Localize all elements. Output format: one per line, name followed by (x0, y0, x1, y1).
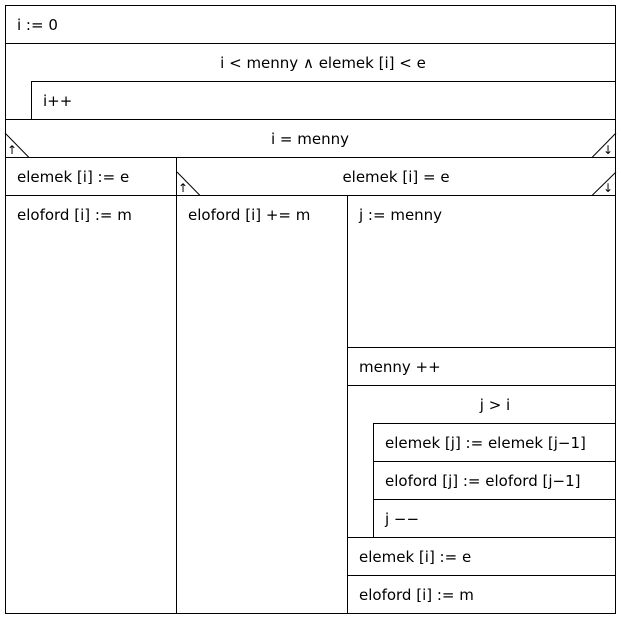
loop1-body: i++ (43, 92, 72, 110)
stmt-init: i := 0 (17, 16, 58, 34)
loop2-condition: j > i (479, 396, 510, 414)
branch1-yes-marker: ↑ (7, 143, 17, 157)
then1-stmt2: eloford [i] := m (17, 206, 132, 224)
loop2-body2: eloford [j] := eloford [j−1] (385, 472, 580, 490)
branch2-left-diagonal (176, 171, 201, 196)
branch1-left-diagonal (4, 132, 30, 158)
branch2-no-marker: ↓ (603, 181, 613, 195)
then2-stmt1: eloford [i] += m (188, 206, 310, 224)
branch2-condition: elemek [i] = e (342, 168, 449, 186)
branch1-right-diagonal (591, 132, 617, 158)
else2-stmt3: elemek [i] := e (359, 548, 471, 566)
branch2-yes-marker: ↑ (178, 181, 188, 195)
branch2-right-diagonal (591, 171, 617, 196)
loop2-body1: elemek [j] := elemek [j−1] (385, 434, 586, 452)
else2-stmt1: j := menny (358, 206, 442, 224)
else2-stmt4: eloford [i] := m (359, 586, 474, 604)
else2-stmt2: menny ++ (359, 358, 441, 376)
branch1-condition: i = menny (271, 130, 349, 148)
then1-stmt1: elemek [i] := e (17, 168, 129, 186)
branch1-no-marker: ↓ (603, 143, 613, 157)
outer-frame (5, 5, 616, 614)
loop2-body3: j −− (384, 510, 419, 528)
loop1-condition: i < menny ∧ elemek [i] < e (220, 54, 426, 72)
